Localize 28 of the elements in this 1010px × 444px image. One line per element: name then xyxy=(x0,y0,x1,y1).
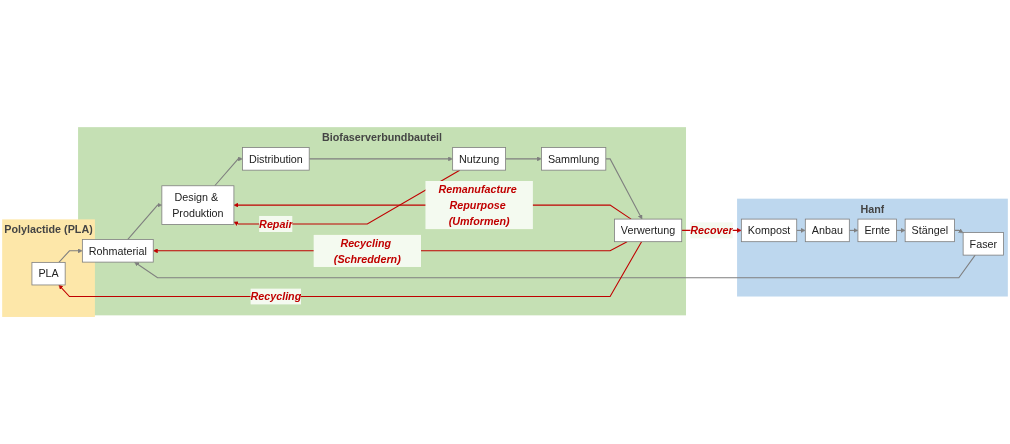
arrow xyxy=(505,156,542,162)
arrow xyxy=(308,156,453,162)
node-box: Anbau xyxy=(804,218,850,243)
node-box: Sammlung xyxy=(541,147,607,171)
arrow xyxy=(954,228,964,233)
node-box: Nutzung xyxy=(452,147,506,171)
edge-label: Recycling (Schreddern) xyxy=(333,236,401,265)
node-box: Design & Produktion xyxy=(161,185,235,225)
node-box: Distribution xyxy=(242,147,310,171)
node-box: Faser xyxy=(962,232,1004,256)
arrow xyxy=(134,254,976,279)
edge-label: Recover xyxy=(690,224,733,237)
node-box: Verwertung xyxy=(614,218,683,243)
arrow xyxy=(214,156,243,187)
edge-label: Repair xyxy=(259,217,293,230)
node-box: Stängel xyxy=(904,218,955,243)
node-box: Kompost xyxy=(740,218,798,243)
node-box: PLA xyxy=(31,261,66,286)
arrow xyxy=(896,227,906,233)
edge-label: Recycling xyxy=(250,290,302,303)
node-box: Ernte xyxy=(857,218,897,243)
arrow xyxy=(605,158,643,220)
arrow xyxy=(127,202,163,240)
arrow xyxy=(796,227,806,233)
arrow xyxy=(58,248,83,263)
edge-label: Remanufacture Repurpose (Umformen) xyxy=(438,183,517,228)
arrow xyxy=(848,227,859,233)
node-box: Rohmaterial xyxy=(81,239,154,263)
